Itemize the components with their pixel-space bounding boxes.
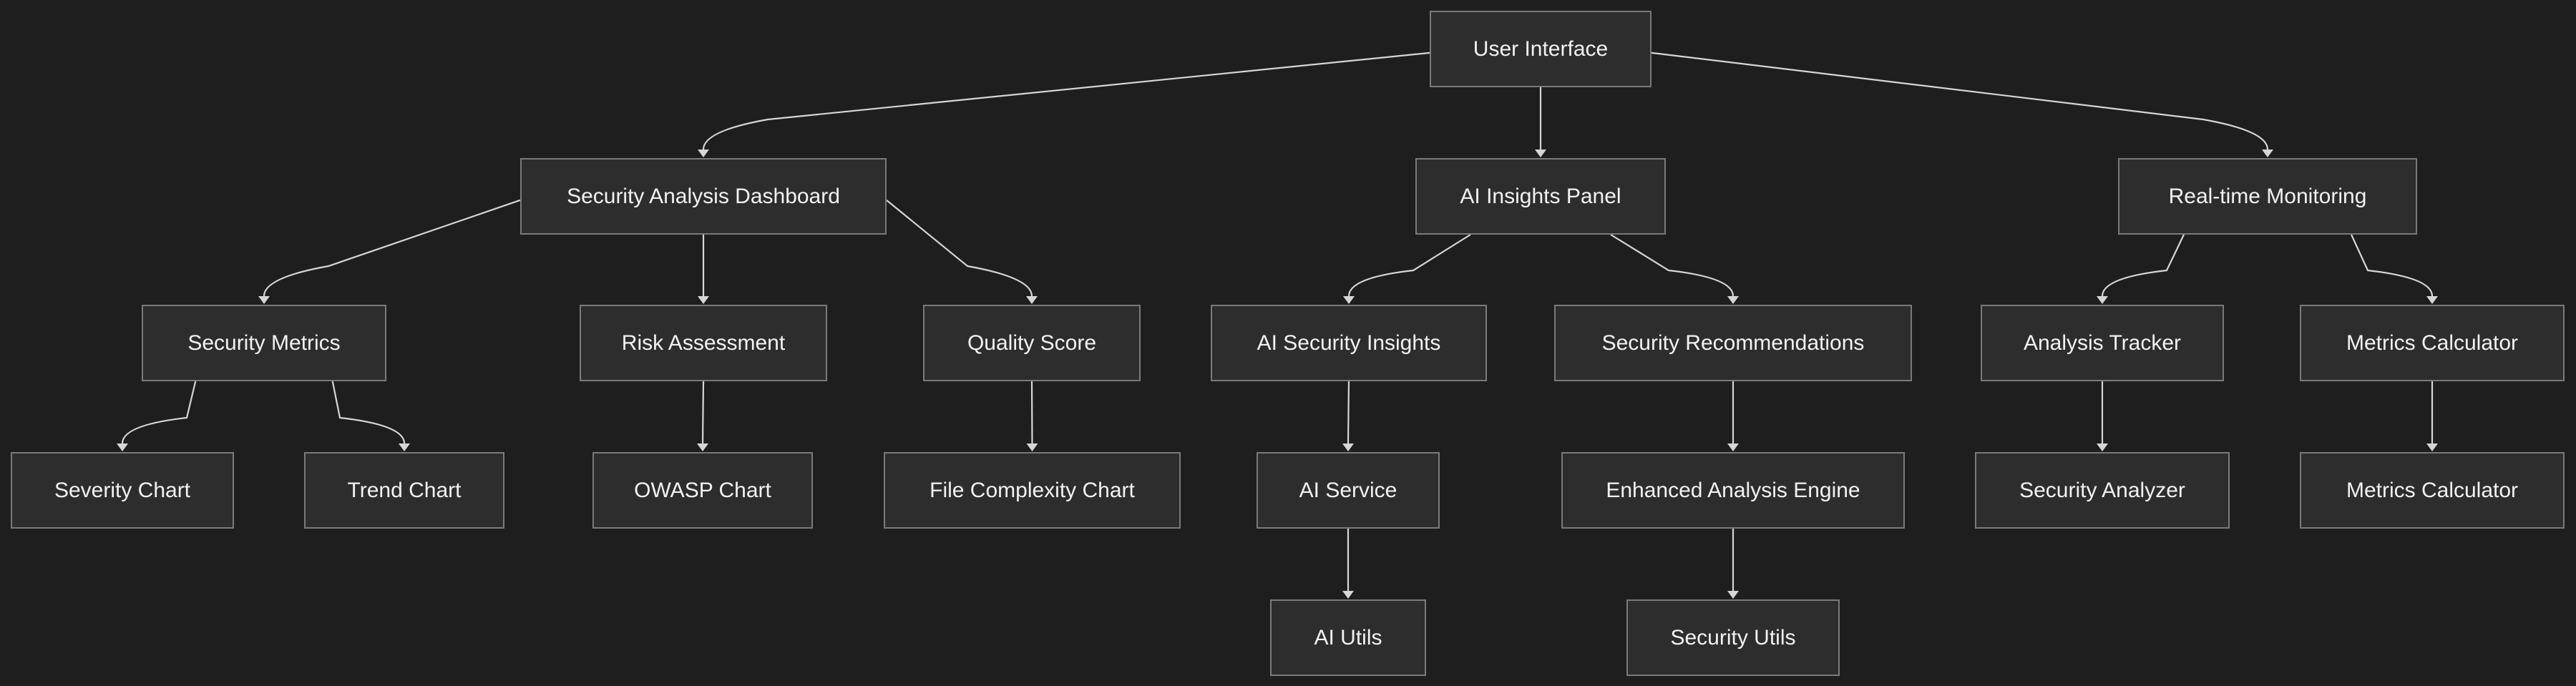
- node-security-analyzer: Security Analyzer: [1975, 452, 2230, 529]
- arrowhead-security_metrics: [258, 296, 270, 304]
- edge-ai_insights_panel-to-security_recommendations: [1610, 234, 1735, 297]
- arrowhead-security_recommendations: [1727, 296, 1739, 304]
- node-risk-assessment: Risk Assessment: [580, 305, 827, 381]
- node-security-utils: Security Utils: [1626, 599, 1840, 676]
- arrowhead-risk_assessment: [698, 296, 709, 304]
- arrowhead-ai_service: [1342, 444, 1354, 451]
- arrowhead-realtime_monitoring: [2262, 150, 2273, 157]
- node-ai-insights-panel: AI Insights Panel: [1415, 158, 1666, 235]
- node-ai-security-insights: AI Security Insights: [1211, 305, 1487, 381]
- edge-realtime_monitoring-to-metrics_calculator: [2351, 234, 2434, 297]
- arrowhead-file_complexity_chart: [1026, 444, 1038, 451]
- node-security-metrics: Security Metrics: [142, 305, 386, 381]
- node-severity-chart: Severity Chart: [11, 452, 234, 529]
- arrowhead-security_analysis_dashboard: [698, 150, 709, 157]
- arrowhead-trend_chart: [399, 444, 410, 451]
- arrowhead-ai_security_insights: [1343, 296, 1355, 304]
- edge-quality_score-to-file_complexity_chart: [1030, 381, 1033, 444]
- arrowhead-metrics_calculator_2: [2426, 444, 2438, 451]
- node-ai-utils: AI Utils: [1270, 599, 1426, 676]
- node-realtime-monitoring: Real-time Monitoring: [2118, 158, 2417, 235]
- edge-security_analysis_dashboard-to-quality_score: [886, 199, 1033, 297]
- node-owasp-chart: OWASP Chart: [592, 452, 813, 529]
- node-metrics-calculator: Metrics Calculator: [2300, 305, 2565, 381]
- arrowhead-enhanced_analysis_engine: [1727, 444, 1739, 451]
- node-security-recommendations: Security Recommendations: [1554, 305, 1912, 381]
- arrowhead-owasp_chart: [697, 444, 708, 451]
- arrowhead-quality_score: [1026, 296, 1038, 304]
- node-security-analysis-dashboard: Security Analysis Dashboard: [520, 158, 887, 235]
- edge-ai_security_insights-to-ai_service: [1347, 381, 1350, 444]
- node-user-interface: User Interface: [1430, 11, 1652, 87]
- edge-user_interface-to-realtime_monitoring: [1651, 52, 2269, 150]
- edge-security_analysis_dashboard-to-security_metrics: [263, 199, 521, 297]
- node-analysis-tracker: Analysis Tracker: [1981, 305, 2224, 381]
- node-file-complexity-chart: File Complexity Chart: [884, 452, 1181, 529]
- edge-user_interface-to-security_analysis_dashboard: [702, 52, 1430, 150]
- arrowhead-metrics_calculator: [2426, 296, 2438, 304]
- arrowhead-security_utils: [1727, 591, 1739, 599]
- edge-realtime_monitoring-to-analysis_tracker: [2101, 234, 2185, 297]
- edge-security_metrics-to-severity_chart: [121, 381, 197, 444]
- arrowhead-severity_chart: [117, 444, 128, 451]
- node-quality-score: Quality Score: [923, 305, 1141, 381]
- node-ai-service: AI Service: [1257, 452, 1440, 529]
- arrowhead-ai_insights_panel: [1535, 150, 1546, 157]
- arrowhead-analysis_tracker: [2097, 296, 2108, 304]
- edge-security_metrics-to-trend_chart: [331, 381, 406, 444]
- arrowhead-ai_utils: [1342, 591, 1354, 599]
- edge-ai_insights_panel-to-ai_security_insights: [1347, 234, 1471, 297]
- arrowhead-security_analyzer: [2097, 444, 2108, 451]
- node-enhanced-analysis-engine: Enhanced Analysis Engine: [1561, 452, 1905, 529]
- node-metrics-calculator-2: Metrics Calculator: [2300, 452, 2565, 529]
- node-trend-chart: Trend Chart: [304, 452, 504, 529]
